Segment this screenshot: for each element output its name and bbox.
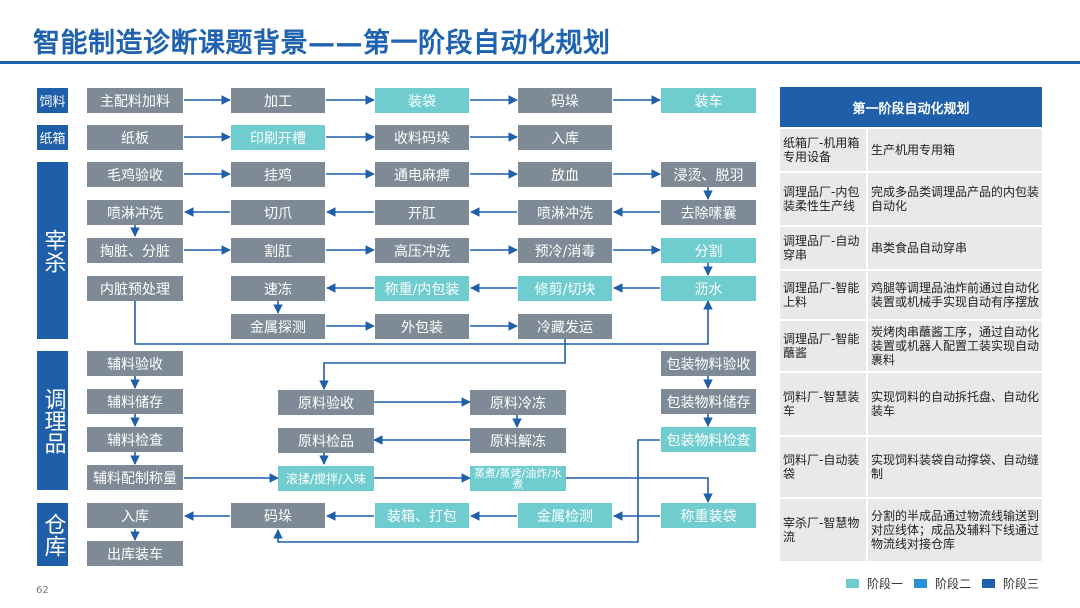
process-box: 辅料配制称量 [87,465,183,490]
legend-item-stage2: 阶段二 [914,576,972,591]
process-box: 码垛 [231,503,325,528]
page-number: 62 [36,585,49,596]
process-box: 原料冷冻 [470,390,566,415]
section-prepared: 调理品 [37,351,68,490]
stage1-plan-panel: 第一阶段自动化规划 纸箱厂-机用箱专用设备 生产机用专用箱 调理品厂-内包装柔性… [780,87,1042,561]
legend-label: 阶段三 [1003,576,1040,591]
process-box: 收料码垛 [375,125,469,150]
page-title: 智能制造诊断课题背景——第一阶段自动化规划 [33,28,611,59]
process-box-stage1: 金属检测 [518,503,612,528]
process-box-stage1: 称重/内包装 [375,276,469,301]
process-box: 冷藏发运 [518,314,612,339]
process-box: 原料检品 [278,428,374,453]
process-box-stage1: 分割 [661,238,756,263]
panel-row: 宰杀厂-智慧物流 分割的半成品通过物流线输送到对应线体；成品及辅料下线通过物流线… [780,499,1042,561]
process-box: 割肛 [231,238,325,263]
process-box-stage1: 沥水 [661,276,756,301]
process-box: 喷淋冲洗 [87,200,183,225]
title-underline [0,61,1080,64]
process-box-stage1: 滚揉/搅拌/入味 [278,466,374,491]
process-box: 去除嗉囊 [661,200,756,225]
process-box: 原料验收 [278,390,374,415]
legend-swatch-icon [982,578,995,588]
panel-row-label: 宰杀厂-智慧物流 [780,499,866,561]
panel-row: 调理品厂-智能蘸酱 炭烤肉串蘸酱工序，通过自动化装置或机器人配置工装实现自动裹料 [780,321,1042,371]
process-box-stage1: 蒸煮/蒸烤/油炸/水煮 [470,466,566,491]
legend-label: 阶段二 [935,576,972,591]
process-box-stage1: 装袋 [375,88,469,113]
arrow [319,339,566,390]
panel-row-desc: 实现饲料的自动拆托盘、自动化装车 [868,373,1042,435]
section-feed: 饲料 [37,88,68,113]
arrow [134,300,713,345]
process-box: 辅料储存 [87,389,183,414]
panel-row: 纸箱厂-机用箱专用设备 生产机用专用箱 [780,129,1042,171]
legend-swatch-icon [914,578,927,588]
legend-label: 阶段一 [867,576,904,591]
process-box: 包装物料验收 [661,351,756,376]
section-warehouse: 仓库 [37,503,68,566]
panel-row-label: 饲料厂-智慧装车 [780,373,866,435]
panel-row: 调理品厂-自动穿串 串类食品自动穿串 [780,227,1042,269]
process-box: 外包装 [375,314,469,339]
panel-row-desc: 分割的半成品通过物流线输送到对应线体；成品及辅料下线通过物流线对接仓库 [868,499,1042,561]
process-box-stage1: 印刷开槽 [231,125,325,150]
process-box: 内脏预处理 [87,276,183,301]
process-box: 通电麻痹 [375,162,469,187]
process-box: 加工 [231,88,325,113]
process-box: 辅料检查 [87,427,183,452]
panel-row-desc: 串类食品自动穿串 [868,227,1042,269]
panel-header: 第一阶段自动化规划 [780,87,1042,127]
panel-row-label: 调理品厂-智能蘸酱 [780,321,866,371]
panel-row-label: 饲料厂-自动装袋 [780,437,866,497]
section-carton: 纸箱 [37,125,68,150]
panel-row-desc: 生产机用专用箱 [868,129,1042,171]
process-box: 辅料验收 [87,351,183,376]
process-box: 速冻 [231,276,325,301]
panel-row: 调理品厂-内包装柔性生产线 完成多品类调理品产品的内包装自动化 [780,173,1042,225]
process-box: 开肛 [375,200,469,225]
process-box: 入库 [87,503,183,528]
panel-row-desc: 实现饲料装袋自动撑袋、自动缝制 [868,437,1042,497]
process-box-stage1: 装车 [661,88,756,113]
process-box: 原料解冻 [470,428,566,453]
panel-row: 调理品厂-智能上料 鸡腿等调理品油炸前通过自动化装置或机械手实现自动有序摆放 [780,271,1042,319]
panel-row-label: 纸箱厂-机用箱专用设备 [780,129,866,171]
process-box: 喷淋冲洗 [518,200,612,225]
process-box: 入库 [518,125,612,150]
legend-item-stage3: 阶段三 [982,576,1040,591]
process-box: 掏脏、分脏 [87,238,183,263]
process-box: 包装物料储存 [661,389,756,414]
process-box-stage1: 修剪/切块 [518,276,612,301]
panel-row-desc: 完成多品类调理品产品的内包装自动化 [868,173,1042,225]
process-box: 毛鸡验收 [87,162,183,187]
process-box: 高压冲洗 [375,238,469,263]
section-slaughter: 宰杀 [37,162,68,339]
process-box: 浸烫、脱羽 [661,162,756,187]
process-box: 主配料加料 [87,88,183,113]
legend-swatch-icon [846,578,859,588]
process-box: 挂鸡 [231,162,325,187]
arrow [566,477,713,503]
panel-row: 饲料厂-智慧装车 实现饲料的自动拆托盘、自动化装车 [780,373,1042,435]
process-box-stage1: 包装物料检查 [661,427,756,452]
process-box: 出库装车 [87,541,183,566]
process-box: 金属探测 [231,314,325,339]
arrow [273,439,660,543]
process-box: 预冷/消毒 [518,238,612,263]
panel-row-desc: 炭烤肉串蘸酱工序，通过自动化装置或机器人配置工装实现自动裹料 [868,321,1042,371]
panel-row: 饲料厂-自动装袋 实现饲料装袋自动撑袋、自动缝制 [780,437,1042,497]
process-box-stage1: 装箱、打包 [375,503,469,528]
panel-row-label: 调理品厂-内包装柔性生产线 [780,173,866,225]
panel-row-desc: 鸡腿等调理品油炸前通过自动化装置或机械手实现自动有序摆放 [868,271,1042,319]
process-box: 纸板 [87,125,183,150]
process-box-stage1: 称重装袋 [661,503,756,528]
process-box: 切爪 [231,200,325,225]
panel-row-label: 调理品厂-自动穿串 [780,227,866,269]
legend-item-stage1: 阶段一 [846,576,904,591]
process-box: 放血 [518,162,612,187]
process-box: 码垛 [518,88,612,113]
panel-row-label: 调理品厂-智能上料 [780,271,866,319]
